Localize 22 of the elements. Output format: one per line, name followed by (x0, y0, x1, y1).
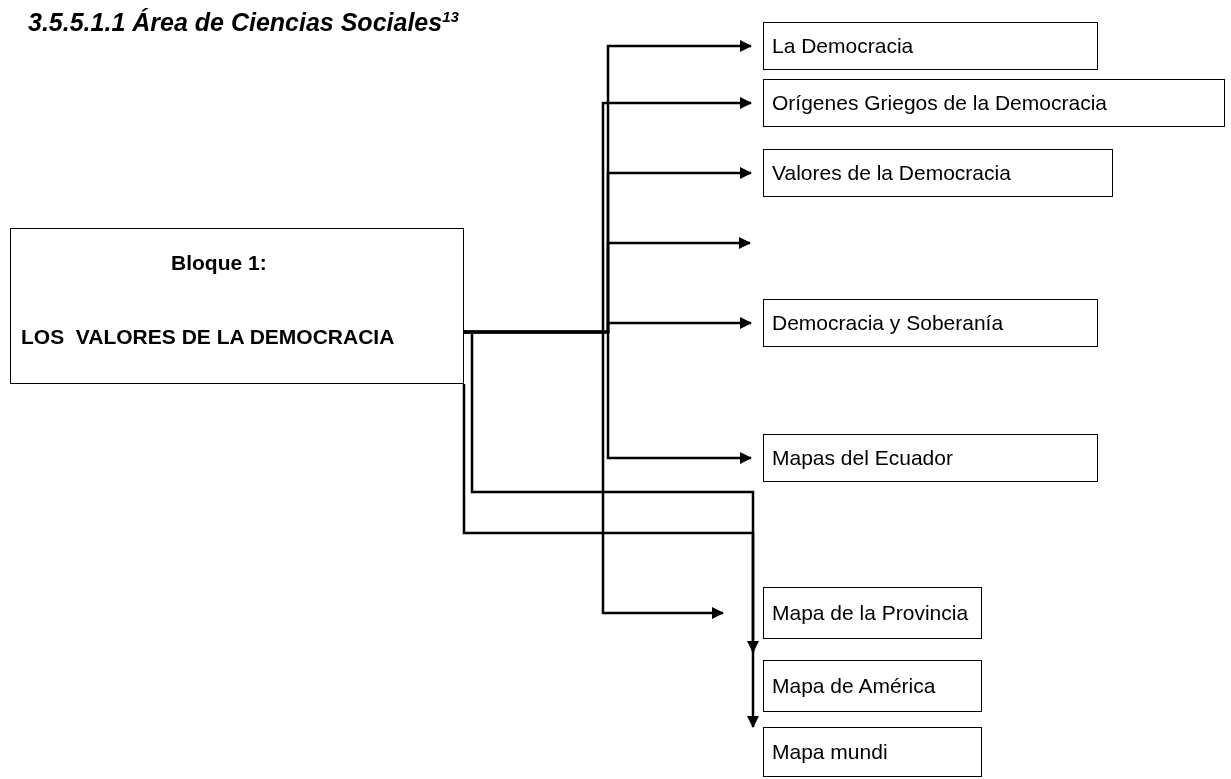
topic-label: Mapas del Ecuador (772, 446, 953, 470)
block-box (10, 228, 464, 384)
topic-label: La Democracia (772, 34, 914, 58)
topic-label: Orígenes Griegos de la Democracia (772, 91, 1107, 115)
topic-box (763, 79, 1225, 127)
topic-label: Mapa de América (772, 674, 936, 698)
topic-box (763, 587, 982, 639)
section-heading: 3.5.5.1.1 Área de Ciencias Sociales$^{13}$ (28, 8, 459, 38)
connector-arrow (464, 330, 759, 653)
topic-label: Democracia y Soberanía (772, 311, 1004, 335)
topic-label: Mapa mundi (772, 740, 888, 764)
topic-label: Mapa de la Provincia (772, 601, 969, 625)
topic-box (763, 299, 1098, 347)
topic-box (763, 727, 982, 777)
topic-box (763, 22, 1098, 70)
topic-box (763, 434, 1098, 482)
topic-label: Valores de la Democracia (772, 161, 1011, 185)
block-title: LOS VALORES DE LA DEMOCRACIA (21, 325, 395, 349)
connector-arrow (462, 384, 759, 728)
block-heading: Bloque 1: (171, 251, 267, 275)
topic-box (763, 660, 982, 712)
topic-box (763, 149, 1113, 197)
